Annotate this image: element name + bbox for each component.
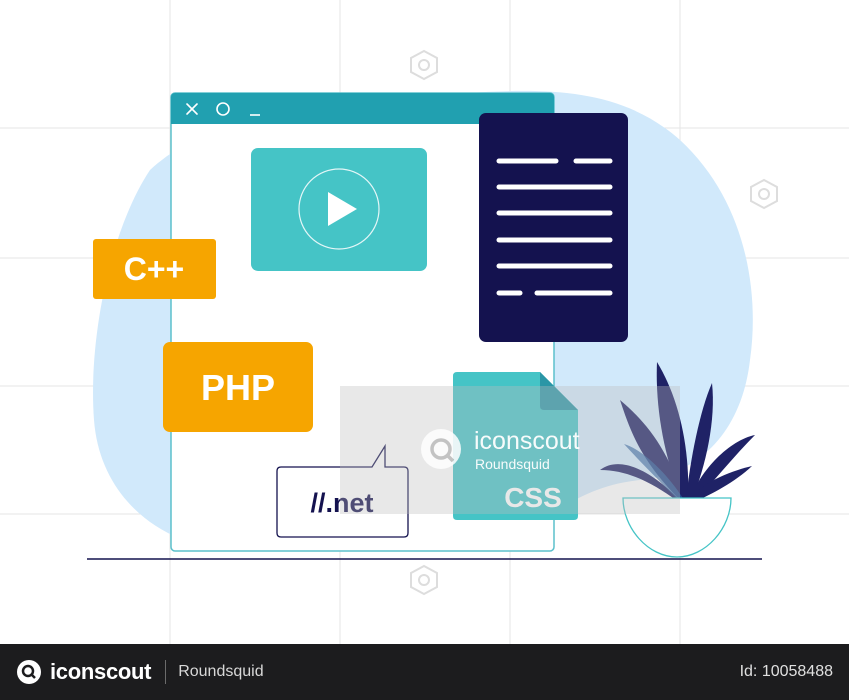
play-icon — [328, 192, 357, 226]
cpp-label: C++ — [93, 239, 216, 299]
watermark: iconscout Roundsquid — [340, 386, 680, 514]
footer-brand: iconscout — [50, 659, 152, 684]
play-button-ring — [298, 168, 380, 250]
close-icon[interactable] — [186, 103, 198, 115]
text-document — [479, 113, 628, 342]
php-label-text: PHP — [201, 367, 275, 408]
iconscout-logo-icon — [421, 429, 461, 469]
speech-bubble-icon — [276, 443, 409, 538]
cpp-label-text: C++ — [124, 251, 184, 287]
footer-bar: iconscout Roundsquid Id: 10058488 — [0, 644, 849, 700]
iconscout-logo-icon — [17, 660, 41, 684]
watermark-author: Roundsquid — [475, 456, 550, 472]
footer-asset-id: Id: 10058488 — [739, 663, 833, 680]
php-label: PHP — [163, 342, 313, 432]
watermark-brand: iconscout — [474, 427, 580, 455]
maximize-icon[interactable] — [216, 102, 230, 116]
footer-divider — [165, 660, 167, 684]
css-label-text: CSS — [504, 482, 562, 513]
footer-logo[interactable]: iconscout — [16, 659, 152, 685]
potted-plant — [600, 362, 755, 558]
dotnet-bubble: //.net — [276, 443, 409, 538]
video-player — [251, 148, 427, 271]
css-file: CSS — [453, 372, 578, 520]
plant-pot — [622, 497, 732, 558]
watermark-badge-icon — [410, 49, 778, 596]
footer-author[interactable]: Roundsquid — [178, 663, 264, 680]
illustration: C++ PHP CSS //.net iconscout — [0, 0, 849, 644]
dotnet-label-text: //.net — [310, 488, 373, 518]
